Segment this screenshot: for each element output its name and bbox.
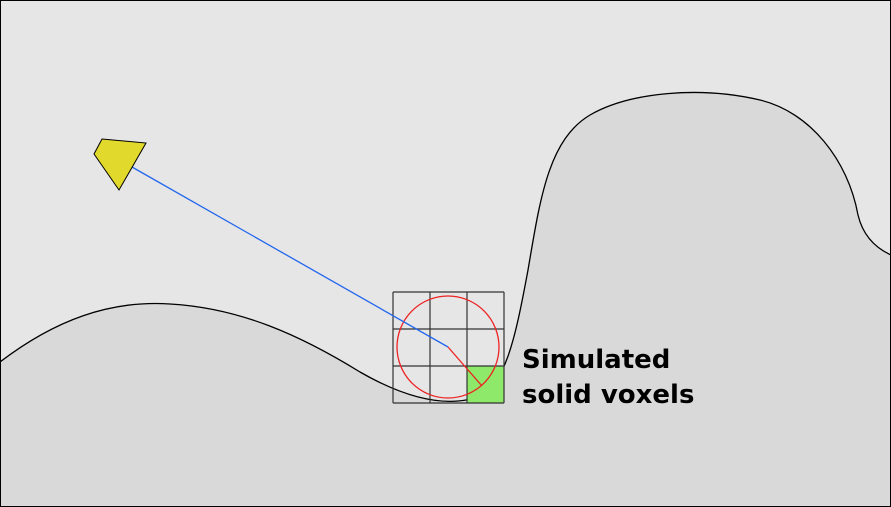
voxel-grid — [392, 291, 505, 404]
label-line-2: solid voxels — [522, 380, 694, 410]
label-line-1: Simulated — [522, 345, 670, 375]
camera-ray — [131, 166, 449, 348]
solid-voxel-cell — [467, 366, 504, 403]
probe-ray-segment — [447, 346, 483, 387]
terrain-ground — [0, 91, 891, 507]
camera-icon — [93, 138, 147, 191]
probe-sphere — [396, 295, 500, 399]
